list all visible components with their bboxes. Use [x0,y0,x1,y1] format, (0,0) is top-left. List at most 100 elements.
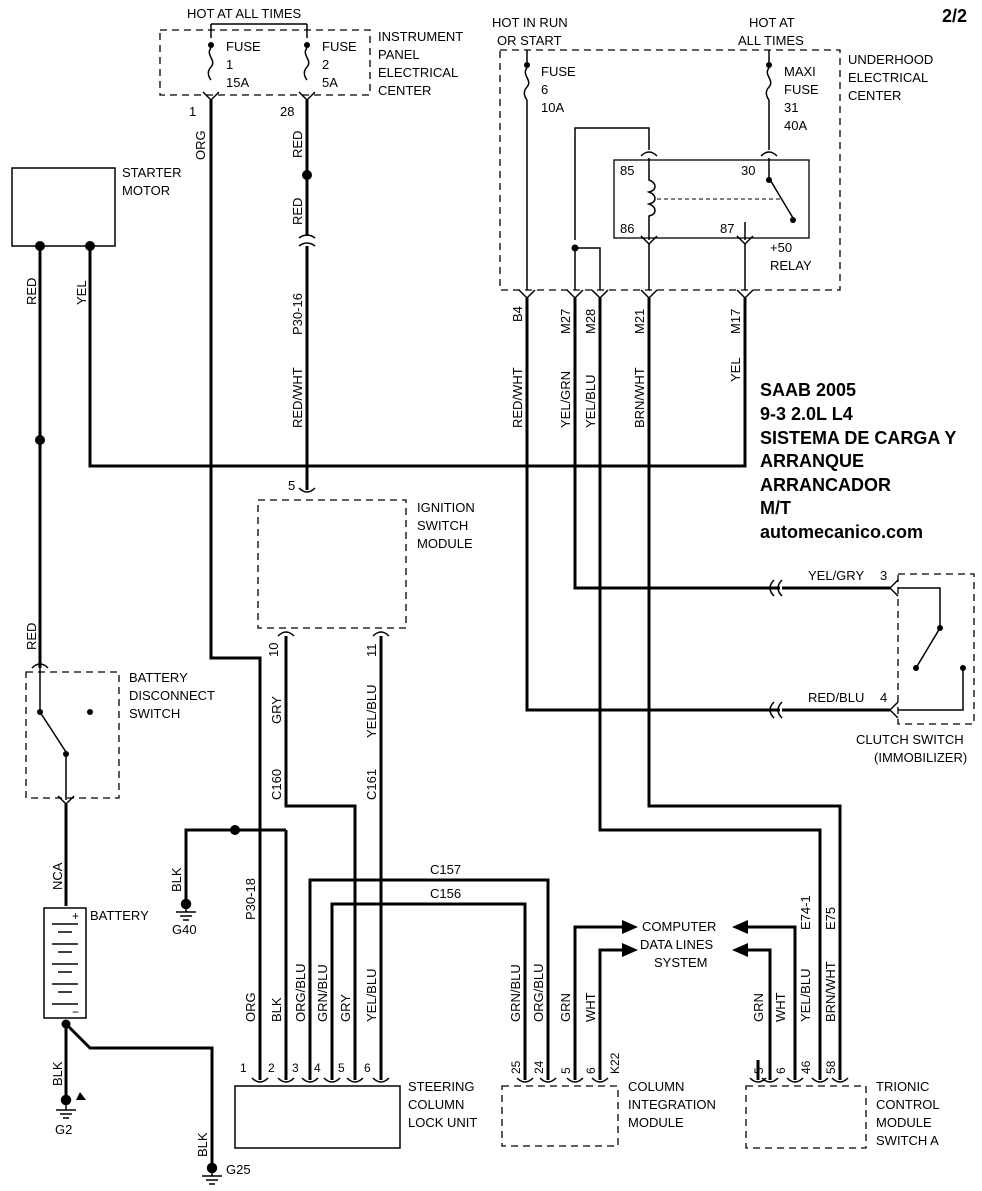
wire-label-m17: YEL [728,357,743,382]
svg-text:LOCK UNIT: LOCK UNIT [408,1115,477,1130]
wire-cim-wht [598,948,626,1080]
splice-red [302,170,312,180]
svg-text:4: 4 [314,1061,321,1075]
svg-text:YEL/BLU: YEL/BLU [798,969,813,1022]
svg-text:5: 5 [338,1061,345,1075]
wire-label-m27: YEL/GRN [558,371,573,428]
svg-text:INSTRUMENT: INSTRUMENT [378,29,463,44]
wire-label-red-switch: RED [24,623,39,650]
relay-pivot [766,177,772,183]
svg-text:5: 5 [752,1067,766,1074]
ip-hot-label: HOT AT ALL TIMES [187,6,301,21]
svg-text:DISCONNECT: DISCONNECT [129,688,215,703]
svg-text:5: 5 [559,1067,573,1074]
svg-text:OR START: OR START [497,33,562,48]
wire-label-red-top: RED [290,131,305,158]
svg-text:1: 1 [240,1061,247,1075]
steering-lock-box [234,1085,401,1149]
trionic-pin-numbers: 5 6 46 58 [752,1060,838,1074]
uh-conn-m28: M28 [583,309,598,334]
svg-text:HOT IN RUN: HOT IN RUN [492,15,568,30]
relay-pin-86: 86 [620,221,634,236]
svg-text:IGNITION: IGNITION [417,500,475,515]
wire-label-b4: RED/WHT [510,367,525,428]
uh-hot-all-label: HOT AT ALL TIMES [738,15,804,48]
ground-g25-label: G25 [226,1162,251,1177]
steering-pin-connectors [251,1077,390,1083]
svg-text:GRN/BLU: GRN/BLU [315,964,330,1022]
clutch-internal-3 [898,587,941,628]
wire-label-blk-g2: BLK [50,1061,65,1086]
svg-text:(IMMOBILIZER): (IMMOBILIZER) [874,750,967,765]
wire-tcm-yel-blu [744,925,797,1080]
wire-m28-yel-blu [598,298,822,1080]
battery-disconnect-name: BATTERY DISCONNECT SWITCH [129,670,215,721]
wire-label-starter-yel: YEL [74,280,89,305]
wire-label-red-mid: RED [290,198,305,225]
wire-label-org-top: ORG [193,130,208,160]
ignition-pin-5: 5 [288,478,295,493]
svg-text:10A: 10A [541,100,564,115]
svg-text:STEERING: STEERING [408,1079,474,1094]
uh-center-box [499,49,841,291]
svg-text:DATA LINES: DATA LINES [640,937,714,952]
clutch-switch-box [897,573,975,725]
maxi-fuse-label: MAXI FUSE 31 40A [784,64,819,133]
svg-text:GRN: GRN [751,993,766,1022]
ip-pin1-connector [202,91,220,102]
svg-text:SWITCH A: SWITCH A [876,1133,939,1148]
ip-center-name: INSTRUMENT PANEL ELECTRICAL CENTER [378,29,463,98]
trionic-module-name: TRIONIC CONTROL MODULE SWITCH A [876,1079,940,1148]
svg-text:FUSE: FUSE [322,39,357,54]
tcm-data-arrows [732,920,748,957]
column-module-box [501,1085,619,1147]
wire-label-m21: BRN/WHT [632,367,647,428]
title-brand: SAAB 2005 [760,380,856,400]
svg-text:COMPUTER: COMPUTER [642,919,716,934]
wire-label-red-wht: RED/WHT [290,367,305,428]
ground-g25-icon [202,1162,222,1185]
trionic-pin-connectors [749,1077,849,1083]
maxi-fuse-node [766,62,772,68]
svg-text:MOTOR: MOTOR [122,183,170,198]
svg-text:GRY: GRY [338,994,353,1022]
ground-g40-icon [176,898,196,921]
battery-cells-icon [52,923,78,1005]
wire-m21-brn-wht [647,298,842,1080]
svg-text:ORG: ORG [243,992,258,1022]
page-number: 2/2 [942,6,967,26]
wire-b4-red-wht [525,298,780,712]
wire-label-c160: C160 [269,769,284,800]
bds-pivot [37,709,43,715]
title-website: automecanico.com [760,522,923,542]
svg-text:FUSE: FUSE [784,82,819,97]
relay-pin-85: 85 [620,163,634,178]
svg-text:WHT: WHT [773,992,788,1022]
title-system-1: SISTEMA DE CARGA Y [760,428,956,448]
title-transmission: M/T [760,498,791,518]
svg-text:TRIONIC: TRIONIC [876,1079,929,1094]
svg-text:PANEL: PANEL [378,47,420,62]
wire-label-gry: GRY [269,696,284,724]
trionic-conn-e75: E75 [823,907,838,930]
svg-text:SWITCH: SWITCH [417,518,468,533]
ground-g2-icon [56,1094,76,1119]
svg-text:CENTER: CENTER [378,83,431,98]
wire-label-p30-16: P30-16 [290,293,305,335]
svg-text:GRN/BLU: GRN/BLU [508,964,523,1022]
ignition-pin5-connector [298,487,316,493]
ignition-bottom-connectors [277,631,390,637]
svg-text:BRN/WHT: BRN/WHT [823,961,838,1022]
svg-text:WHT: WHT [583,992,598,1022]
svg-text:COLUMN: COLUMN [628,1079,684,1094]
relay-out-arrows [640,235,754,246]
svg-text:ORG/BLU: ORG/BLU [531,963,546,1022]
wire-label-m28: YEL/BLU [583,375,598,428]
ignition-module-name: IGNITION SWITCH MODULE [417,500,475,551]
svg-text:UNDERHOOD: UNDERHOOD [848,52,933,67]
uh-conn-m17: M17 [728,309,743,334]
steering-lock-name: STEERING COLUMN LOCK UNIT [408,1079,477,1130]
svg-text:58: 58 [824,1060,838,1074]
svg-text:ELECTRICAL: ELECTRICAL [378,65,458,80]
uh-conn-b4: B4 [510,306,525,322]
